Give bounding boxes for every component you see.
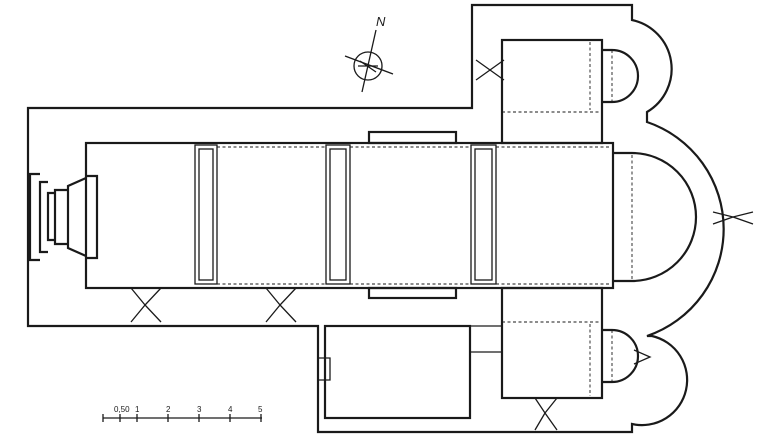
outer-enclosure-wall xyxy=(26,3,725,434)
south-transept xyxy=(500,286,604,400)
nave-pillars xyxy=(194,144,497,285)
nave-vault-lines xyxy=(217,146,610,285)
north-label: N xyxy=(376,14,386,29)
north-transept xyxy=(500,38,604,145)
scale-bar: 0,50 1 2 3 4 5 xyxy=(102,405,263,422)
west-porch xyxy=(28,172,99,262)
scale-label-3: 3 xyxy=(197,405,202,414)
north-projection xyxy=(367,130,458,145)
scale-label-2: 2 xyxy=(166,405,171,414)
annex-west-door xyxy=(318,357,331,381)
scale-label-0-50: 0,50 xyxy=(114,405,130,414)
scale-label-5: 5 xyxy=(258,405,263,414)
annex-passage xyxy=(470,325,502,353)
nave-outline xyxy=(84,141,615,290)
north-apsidiole xyxy=(602,48,640,104)
scale-label-4: 4 xyxy=(228,405,233,414)
south-apsidiole xyxy=(602,328,640,384)
main-apse xyxy=(613,151,698,283)
south-annex xyxy=(323,324,472,420)
wall-piers xyxy=(130,59,754,431)
north-compass: N xyxy=(344,14,394,93)
south-projection xyxy=(367,286,458,300)
scale-label-1: 1 xyxy=(135,405,140,414)
